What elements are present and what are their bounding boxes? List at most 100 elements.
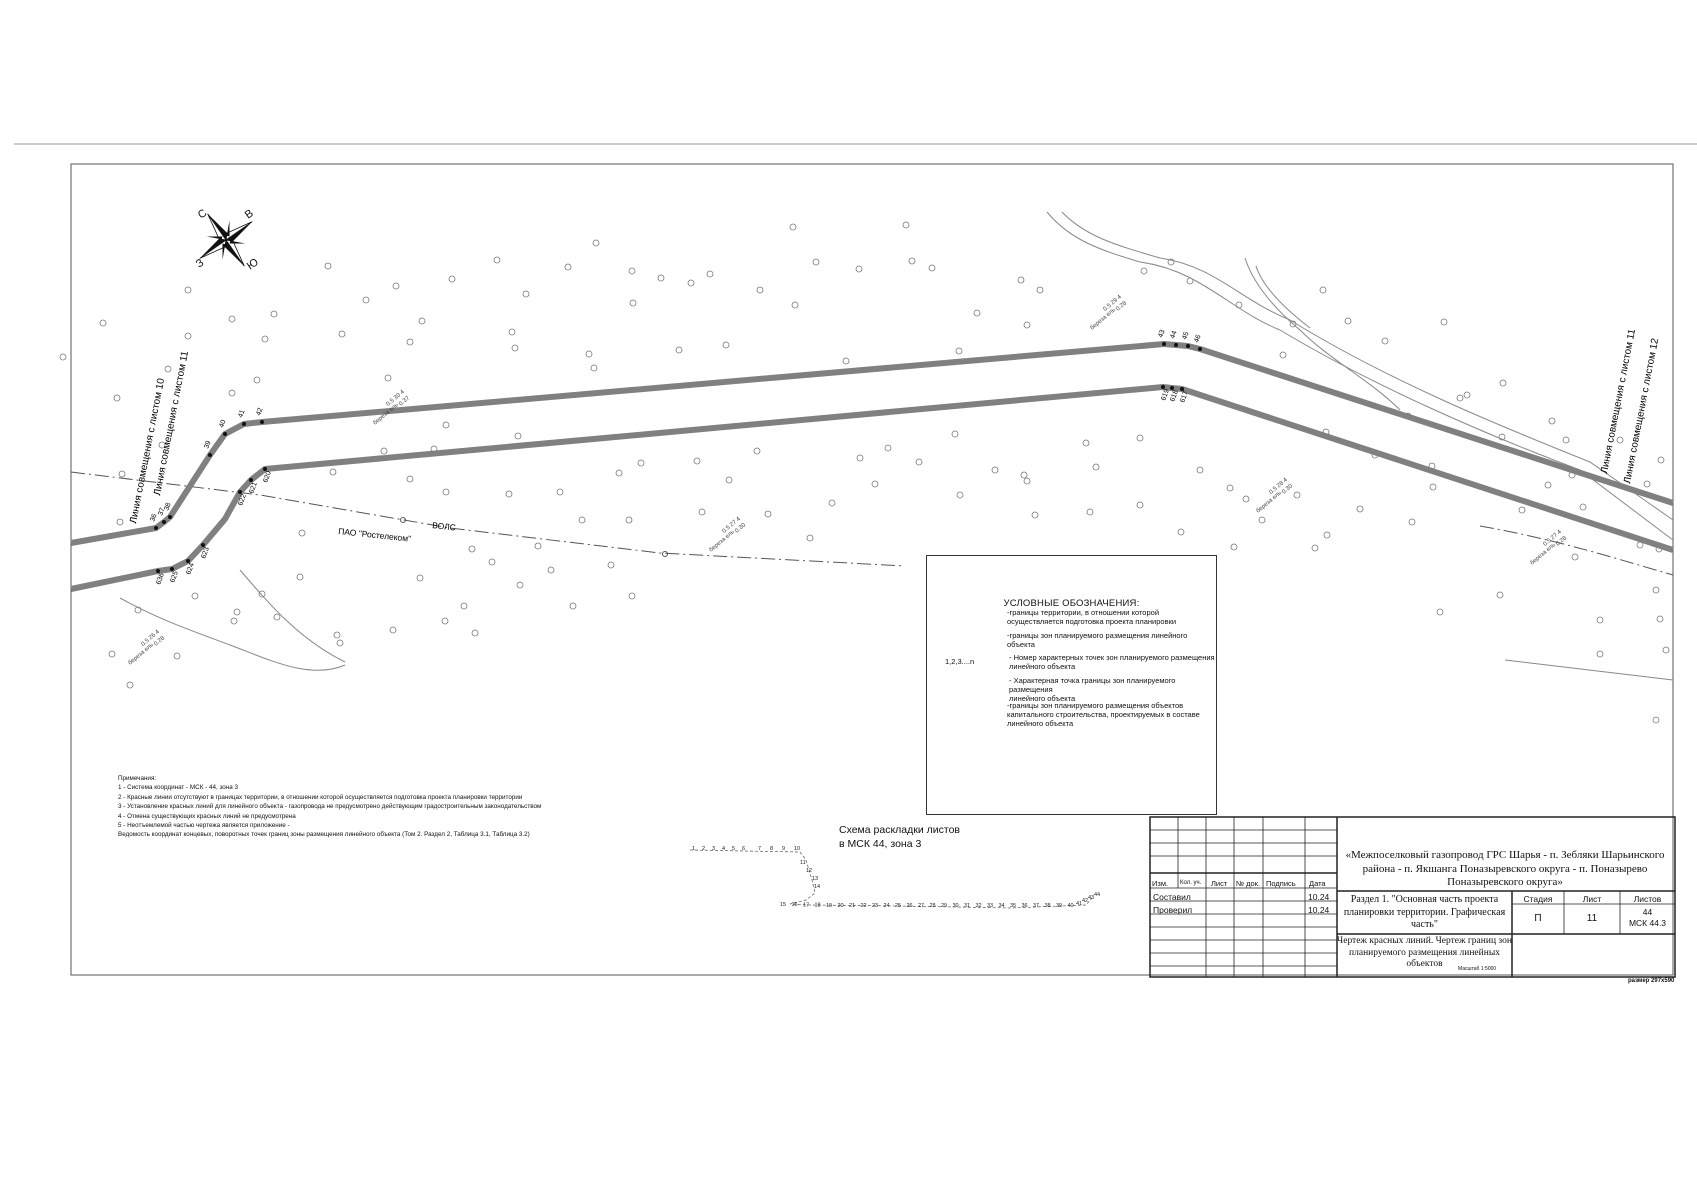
characteristic-point [154, 526, 158, 530]
tree-symbol [902, 221, 910, 229]
tree-symbol [1319, 286, 1327, 294]
tree-symbol [1082, 439, 1090, 447]
tree-symbol [675, 346, 683, 354]
note-line: 4 - Отмена существующих красных линий не… [118, 812, 296, 820]
sheet-number: 1 [692, 846, 695, 852]
tree-symbol [442, 421, 450, 429]
tree-symbol [1440, 318, 1448, 326]
characteristic-point [223, 432, 227, 436]
tree-symbol [380, 447, 388, 455]
legend-item-point-numbers: - Номер характерных точек зон планируемо… [1009, 653, 1215, 671]
tb-header-date: Дата [1309, 879, 1326, 888]
characteristic-point [1170, 386, 1174, 390]
point-number: 623 [200, 546, 211, 559]
sheet-number: 37 [1033, 903, 1039, 909]
tree-symbol [1579, 503, 1587, 511]
tree-symbol [442, 488, 450, 496]
point-number: 44 [1169, 330, 1178, 340]
tree-symbol [1031, 511, 1039, 519]
tb-header-signature: Подпись [1266, 879, 1296, 888]
tree-symbol [406, 338, 414, 346]
point-number: 617 [1179, 390, 1190, 403]
sheet-number: 28 [930, 903, 936, 909]
tree-symbol [908, 257, 916, 265]
tree-symbol [270, 310, 278, 318]
tree-symbol [99, 319, 107, 327]
forest-species: береза ель [1089, 307, 1116, 331]
tree-symbol [108, 650, 116, 658]
forest-symbols [59, 221, 1670, 724]
territory-boundary-lines [70, 341, 1674, 592]
sheet-layout-caption-line1: Схема раскладки листов [839, 824, 960, 836]
tree-symbol [1596, 650, 1604, 658]
tree-symbol [1196, 466, 1204, 474]
forest-stand-labels: береза ель 0.5 26 4 0.28 береза ель 0.5 … [127, 294, 1568, 667]
tree-symbol [1562, 436, 1570, 444]
sheet-number: 10 [794, 846, 800, 852]
tb-stage-value: П [1534, 913, 1542, 924]
tree-symbol [488, 558, 496, 566]
tree-symbol [915, 458, 923, 466]
compass-east-label: В [243, 207, 256, 221]
sheet-number: 44 [1094, 892, 1100, 898]
sheet-number: 25 [895, 903, 901, 909]
sheet-number: 20 [838, 903, 844, 909]
compass-rose-icon [199, 213, 253, 267]
note-line: Ведомость координат концевых, поворотных… [118, 831, 530, 839]
tree-symbol [1496, 591, 1504, 599]
legend-item-placement-zone: -границы зон планируемого размещения лин… [1007, 631, 1188, 649]
tree-symbol [514, 432, 522, 440]
sheet-number: 33 [987, 903, 993, 909]
tree-symbol [333, 631, 341, 639]
tree-symbol [590, 364, 598, 372]
tree-symbol [1499, 379, 1507, 387]
tree-symbol [1136, 434, 1144, 442]
tree-symbol [1662, 646, 1670, 654]
point-number: 40 [218, 419, 227, 429]
tree-symbol [1498, 433, 1506, 441]
tree-symbol [1023, 321, 1031, 329]
tree-symbol [756, 286, 764, 294]
tree-symbol [418, 317, 426, 325]
tree-symbol [118, 470, 126, 478]
tree-symbol [493, 256, 501, 264]
sheet-number: 23 [872, 903, 878, 909]
tree-symbol [1518, 506, 1526, 514]
tree-symbol [59, 353, 67, 361]
sheet-number: 41 [1076, 901, 1082, 907]
tree-symbol [1381, 337, 1389, 345]
tree-symbol [406, 475, 414, 483]
tree-symbol [1136, 501, 1144, 509]
tree-symbol [585, 350, 593, 358]
tree-symbol [628, 592, 636, 600]
tree-symbol [505, 490, 513, 498]
ditch-lines [119, 569, 1674, 681]
tb-sheet-value: 11 [1586, 913, 1598, 924]
point-number: 620 [262, 470, 273, 483]
sheet-number: 3 [712, 846, 715, 852]
tb-sheets-label: Листов [1633, 894, 1662, 904]
tb-header-change: Изм. [1152, 879, 1169, 888]
point-number: 39 [203, 440, 212, 450]
point-number: 41 [237, 409, 246, 419]
title-block-grid [1149, 816, 1676, 978]
tree-symbol [1242, 495, 1250, 503]
tree-symbol [722, 341, 730, 349]
sheet-number: 9 [782, 846, 785, 852]
characteristic-point [1161, 385, 1165, 389]
drawing-notes: Примечания: 1 - Система координат - МСК … [118, 774, 542, 840]
note-line: 5 - Неотъемлемой частью чертежа является… [118, 822, 290, 830]
tree-symbol [884, 444, 892, 452]
tree-symbol [1167, 258, 1175, 266]
tb-role-compiled: Составил [1153, 892, 1191, 902]
tree-symbol [1092, 463, 1100, 471]
tree-symbol [1408, 518, 1416, 526]
tree-symbol [1596, 616, 1604, 624]
tree-symbol [1230, 543, 1238, 551]
characteristic-point [238, 490, 242, 494]
characteristic-point [1186, 344, 1190, 348]
legend-item-characteristic-point: - Характерная точка границы зон планируе… [1009, 676, 1176, 703]
tree-symbol [1017, 276, 1025, 284]
tree-symbol [1311, 544, 1319, 552]
